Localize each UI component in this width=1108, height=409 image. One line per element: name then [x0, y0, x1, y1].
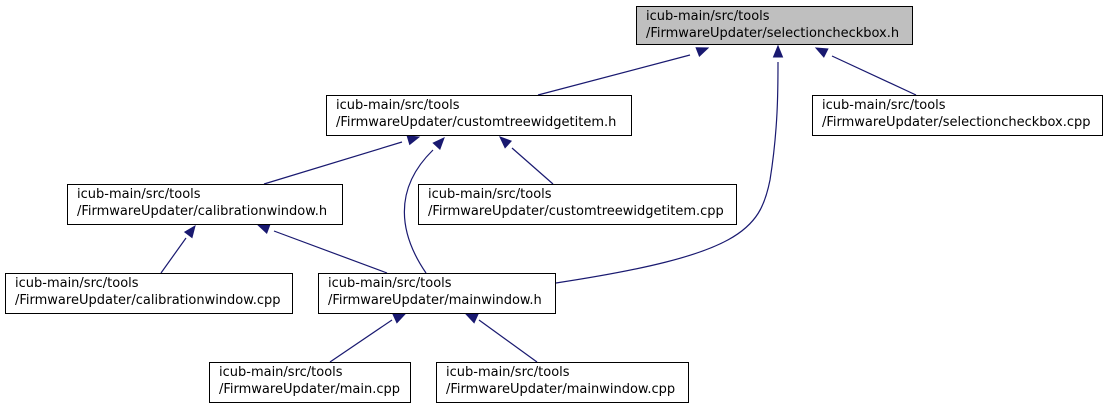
node-main-cpp[interactable]: icub-main/src/tools /FirmwareUpdater/mai… — [209, 362, 411, 403]
node-path-prefix: icub-main/src/tools — [646, 9, 770, 24]
node-customtreewidgetitem-cpp[interactable]: icub-main/src/tools /FirmwareUpdater/cus… — [418, 184, 737, 225]
node-path-prefix: icub-main/src/tools — [219, 365, 343, 380]
arrowhead-icon — [392, 313, 407, 324]
arrowhead-icon — [499, 136, 513, 149]
edge-mainwindow-h-to-selectioncheckbox-h — [555, 61, 779, 284]
arrowhead-icon — [432, 137, 445, 151]
node-path-prefix: icub-main/src/tools — [328, 276, 452, 291]
node-file-name: /FirmwareUpdater/customtreewidgetitem.cp… — [428, 204, 724, 219]
arrowhead-icon — [183, 224, 196, 239]
node-file-name: /FirmwareUpdater/main.cpp — [219, 382, 401, 397]
node-customtreewidgetitem-h[interactable]: icub-main/src/tools /FirmwareUpdater/cus… — [326, 95, 632, 136]
edge-mainwindow-cpp-to-mainwindow-h — [478, 319, 538, 363]
arrowhead-icon — [814, 47, 829, 58]
edge-main-cpp-to-mainwindow-h — [329, 319, 393, 363]
node-path-prefix: icub-main/src/tools — [822, 98, 946, 113]
edge-customtreewidgetitem-h-to-selectioncheckbox-h — [537, 54, 691, 96]
node-path-prefix: icub-main/src/tools — [15, 276, 139, 291]
node-path-prefix: icub-main/src/tools — [336, 98, 460, 113]
node-path-prefix: icub-main/src/tools — [77, 187, 201, 202]
node-file-name: /FirmwareUpdater/mainwindow.h — [328, 293, 542, 308]
edge-mainwindow-h-to-customtreewidgetitem-h — [403, 149, 434, 274]
node-file-name: /FirmwareUpdater/selectioncheckbox.h — [646, 26, 900, 41]
edge-selectioncheckbox-cpp-to-selectioncheckbox-h — [831, 55, 917, 96]
node-file-name: /FirmwareUpdater/mainwindow.cpp — [446, 382, 676, 397]
edge-customtreewidgetitem-cpp-to-customtreewidgetitem-h — [511, 147, 554, 185]
node-file-name: /FirmwareUpdater/calibrationwindow.cpp — [15, 293, 281, 308]
node-calibrationwindow-cpp[interactable]: icub-main/src/tools /FirmwareUpdater/cal… — [5, 273, 293, 314]
edge-mainwindow-h-to-calibrationwindow-h — [273, 230, 388, 274]
node-selectioncheckbox-h[interactable]: icub-main/src/tools /FirmwareUpdater/sel… — [636, 6, 913, 45]
node-file-name: /FirmwareUpdater/calibrationwindow.h — [77, 204, 328, 219]
arrowhead-icon — [695, 47, 710, 58]
node-file-name: /FirmwareUpdater/selectioncheckbox.cpp — [822, 115, 1091, 130]
arrowhead-icon — [406, 135, 421, 146]
node-mainwindow-h[interactable]: icub-main/src/tools /FirmwareUpdater/mai… — [318, 273, 556, 314]
node-mainwindow-cpp[interactable]: icub-main/src/tools /FirmwareUpdater/mai… — [436, 362, 689, 403]
node-path-prefix: icub-main/src/tools — [446, 365, 570, 380]
arrowhead-icon — [772, 44, 784, 58]
edge-calibrationwindow-h-to-customtreewidgetitem-h — [263, 141, 403, 185]
node-calibrationwindow-h[interactable]: icub-main/src/tools /FirmwareUpdater/cal… — [67, 184, 343, 225]
node-path-prefix: icub-main/src/tools — [428, 187, 552, 202]
arrowhead-icon — [464, 313, 479, 324]
node-file-name: /FirmwareUpdater/customtreewidgetitem.h — [336, 115, 617, 130]
arrowhead-icon — [256, 224, 271, 234]
node-selectioncheckbox-cpp[interactable]: icub-main/src/tools /FirmwareUpdater/sel… — [812, 95, 1103, 136]
edge-calibrationwindow-cpp-to-calibrationwindow-h — [160, 237, 187, 274]
